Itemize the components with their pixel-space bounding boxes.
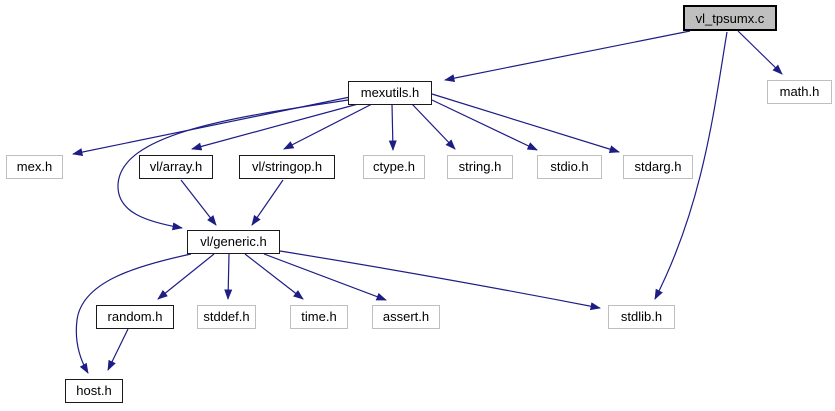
edge-random.h-to-host.h (107, 328, 129, 371)
edge-vl/generic.h-to-random.h (157, 253, 215, 300)
node-ctype-h: ctype.h (363, 155, 425, 179)
node-string-h: string.h (447, 155, 513, 179)
node-assert-h: assert.h (372, 305, 440, 329)
node-vl-stringop-h[interactable]: vl/stringop.h (239, 155, 335, 179)
edge-mexutils.h-to-stdio.h (431, 99, 538, 151)
node-host-h[interactable]: host.h (65, 379, 123, 403)
edge-mexutils.h-to-vl/generic.h (117, 99, 349, 231)
node-random-h[interactable]: random.h (96, 305, 174, 329)
edge-vl/generic.h-to-assert.h (263, 253, 387, 301)
node-stddef-h: stddef.h (197, 305, 256, 329)
edge-mexutils.h-to-stdarg.h (431, 93, 620, 154)
edge-mexutils.h-to-vl/array.h (191, 103, 359, 151)
node-stdio-h: stdio.h (537, 155, 602, 179)
edge-vl/generic.h-to-stddef.h (224, 253, 233, 300)
node-math-h: math.h (767, 80, 832, 104)
edge-vl_tpsumx.c-to-mexutils.h (444, 30, 691, 83)
node-time-h: time.h (290, 305, 348, 329)
edge-vl/generic.h-to-time.h (244, 253, 304, 300)
edge-vl/stringop.h-to-vl/generic.h (251, 179, 284, 226)
node-stdlib-h: stdlib.h (608, 305, 675, 329)
node-vl-generic-h[interactable]: vl/generic.h (187, 230, 280, 254)
node-vl-array-h[interactable]: vl/array.h (139, 155, 213, 179)
node-stdarg-h: stdarg.h (623, 155, 693, 179)
edge-vl/array.h-to-vl/generic.h (180, 179, 217, 226)
edge-vl_tpsumx.c-to-stdlib.h (654, 31, 728, 300)
node-vl_tpsumx-c: vl_tpsumx.c (683, 5, 777, 31)
node-mex-h: mex.h (6, 155, 63, 179)
edge-mexutils.h-to-string.h (411, 103, 456, 150)
edge-vl/generic.h-to-host.h (75, 253, 192, 374)
node-mexutils-h[interactable]: mexutils.h (348, 81, 432, 105)
edge-vl_tpsumx.c-to-math.h (737, 30, 783, 75)
edge-mexutils.h-to-vl/stringop.h (283, 103, 373, 150)
edge-mexutils.h-to-ctype.h (388, 103, 397, 151)
edge-vl/generic.h-to-stdlib.h (279, 250, 601, 311)
